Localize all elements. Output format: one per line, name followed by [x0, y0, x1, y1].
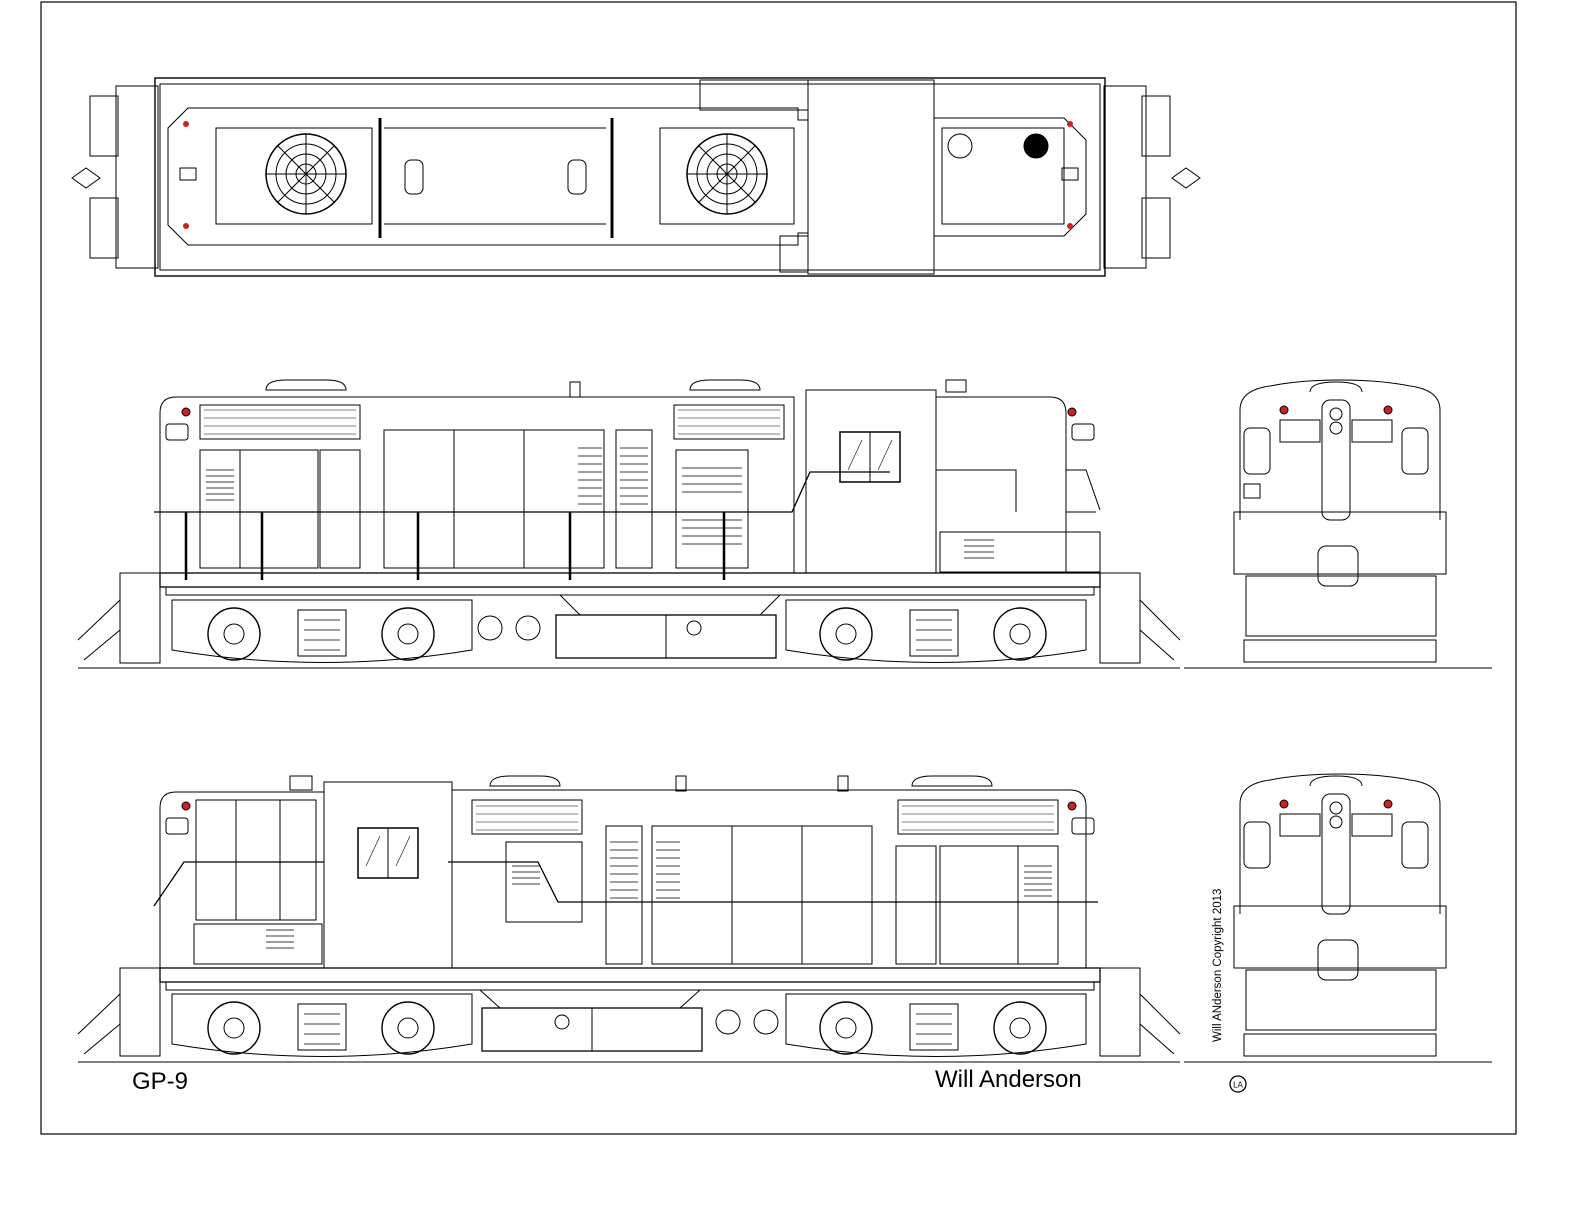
author-logo-icon: LA [1228, 1074, 1248, 1094]
rear-truck [785, 993, 1087, 1057]
rear-truck [785, 599, 1087, 663]
radiator-fan-icon [265, 133, 347, 215]
end-view-upper [1184, 379, 1492, 669]
copyright-label: Will ANderson Copyright 2013 [1212, 888, 1224, 1042]
end-view-lower [1184, 773, 1492, 1063]
radiator-fan-icon [686, 133, 768, 215]
front-truck [171, 993, 473, 1057]
side-view-short-hood-forward [77, 775, 1181, 1063]
top-view [71, 77, 1201, 277]
svg-text:LA: LA [1233, 1081, 1243, 1090]
author-label: Will Anderson [935, 1066, 1082, 1093]
sheet-border [40, 1, 1517, 1135]
side-view-long-hood-forward [77, 379, 1181, 669]
model-label: GP-9 [132, 1068, 189, 1095]
front-truck [171, 599, 473, 663]
